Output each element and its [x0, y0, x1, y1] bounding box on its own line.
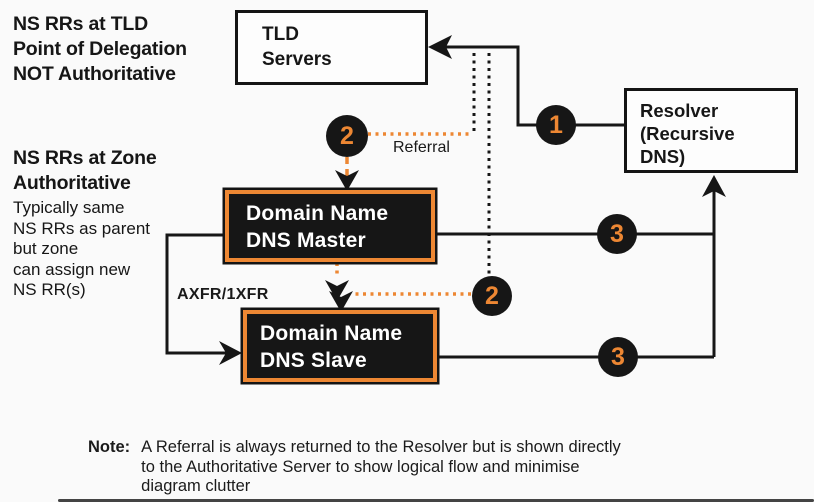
node-label-line: DNS Slave	[260, 349, 367, 372]
arrowhead-up-into-resolver-icon	[702, 175, 726, 197]
step-badge-label: 2	[340, 121, 354, 150]
step-badge-3-master: 3	[597, 214, 637, 254]
annotation-line: but zone	[13, 239, 79, 258]
arrowhead-down-into-master-icon	[335, 170, 359, 191]
node-label-line: Domain Name	[260, 322, 403, 345]
annotation-line: NOT Authoritative	[13, 63, 176, 85]
arrowhead-down-into-slave-icon	[329, 291, 353, 312]
connector-resolver-to-tld	[432, 45, 624, 127]
tld-delegation-annotation: NS RRs at TLD Point of Delegation NOT Au…	[13, 12, 187, 87]
arrowhead-left-into-tld-icon	[428, 35, 452, 59]
diagram-note: Note: A Referral is always returned to t…	[88, 438, 621, 497]
step-badge-label: 1	[549, 110, 563, 139]
note-line: A Referral is always returned to the Res…	[141, 438, 621, 456]
annotation-line: NS RR(s)	[13, 280, 86, 299]
arrowhead-right-into-slave-icon	[219, 341, 242, 365]
resolver-node: Resolver (Recursive DNS)	[624, 88, 798, 173]
annotation-line: NS RRs at TLD	[13, 13, 148, 35]
step-badge-label: 3	[611, 342, 625, 371]
annotation-line: NS RRs as parent	[13, 218, 150, 238]
arrowhead-down-master-to-slave-icon	[325, 280, 349, 301]
note-line: to the Authoritative Server to show logi…	[141, 457, 580, 476]
zone-transfer-edge-label: AXFR/1XFR	[177, 286, 269, 303]
annotation-line: Point of Delegation	[13, 38, 187, 60]
note-body: A Referral is always returned to the Res…	[141, 438, 621, 497]
note-label: Note:	[88, 438, 131, 456]
node-label-line: (Recursive	[640, 123, 735, 144]
node-label-line: Domain Name	[246, 202, 389, 225]
node-label-line: DNS)	[640, 146, 686, 167]
step-badge-2-to-slave: 2	[472, 276, 512, 316]
tld-servers-node: TLD Servers	[235, 10, 428, 85]
step-badge-1: 1	[536, 105, 576, 145]
annotation-line: Authoritative	[13, 172, 131, 194]
node-label-line: TLD	[262, 24, 299, 45]
node-label-line: Servers	[262, 49, 332, 70]
zone-authoritative-body: Typically same NS RRs as parent but zone…	[13, 198, 150, 301]
step-badge-label: 3	[610, 219, 624, 248]
step-badge-3-slave: 3	[598, 337, 638, 377]
note-line: diagram clutter	[141, 477, 251, 495]
dns-slave-node: Domain Name DNS Slave	[243, 310, 437, 382]
dns-master-node: Domain Name DNS Master	[225, 190, 435, 262]
node-label-line: DNS Master	[246, 229, 366, 252]
zone-authoritative-heading: NS RRs at Zone Authoritative	[13, 146, 157, 196]
step-badge-label: 2	[485, 281, 499, 310]
annotation-line: Typically same	[13, 198, 125, 217]
connector-master-to-slave-axfr	[165, 233, 230, 355]
step-badge-2-referral: 2	[326, 115, 368, 157]
screenshot-bottom-edge-artifact	[58, 499, 814, 502]
node-label-line: Resolver	[640, 100, 719, 121]
referral-edge-label: Referral	[393, 139, 450, 156]
annotation-line: NS RRs at Zone	[13, 147, 157, 169]
annotation-line: can assign new	[13, 259, 131, 279]
